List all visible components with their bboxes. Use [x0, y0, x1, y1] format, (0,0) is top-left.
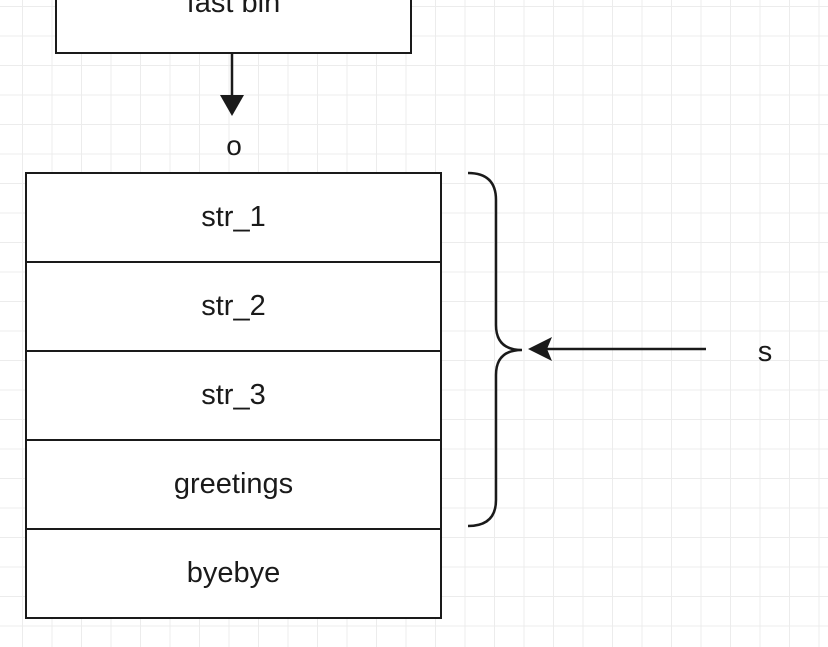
chunk-cell: str_3 — [27, 352, 440, 441]
chunk-cell: greetings — [27, 441, 440, 530]
chunk-cell: str_1 — [27, 174, 440, 263]
s-arrow-head — [528, 337, 552, 361]
chunk-cell: byebye — [186, 557, 281, 589]
fast-bin-box: fast bin — [55, 0, 412, 54]
chunk-cell: str_2 — [27, 263, 440, 352]
curly-brace — [467, 171, 523, 528]
s-label: s — [757, 336, 773, 368]
chunk-stack: str_1 str_2 str_3 greetings byebye — [25, 172, 442, 619]
fast-bin-arrow-head — [220, 95, 244, 116]
o-label: o — [226, 130, 242, 161]
fast-bin-label: fast bin — [186, 0, 281, 19]
